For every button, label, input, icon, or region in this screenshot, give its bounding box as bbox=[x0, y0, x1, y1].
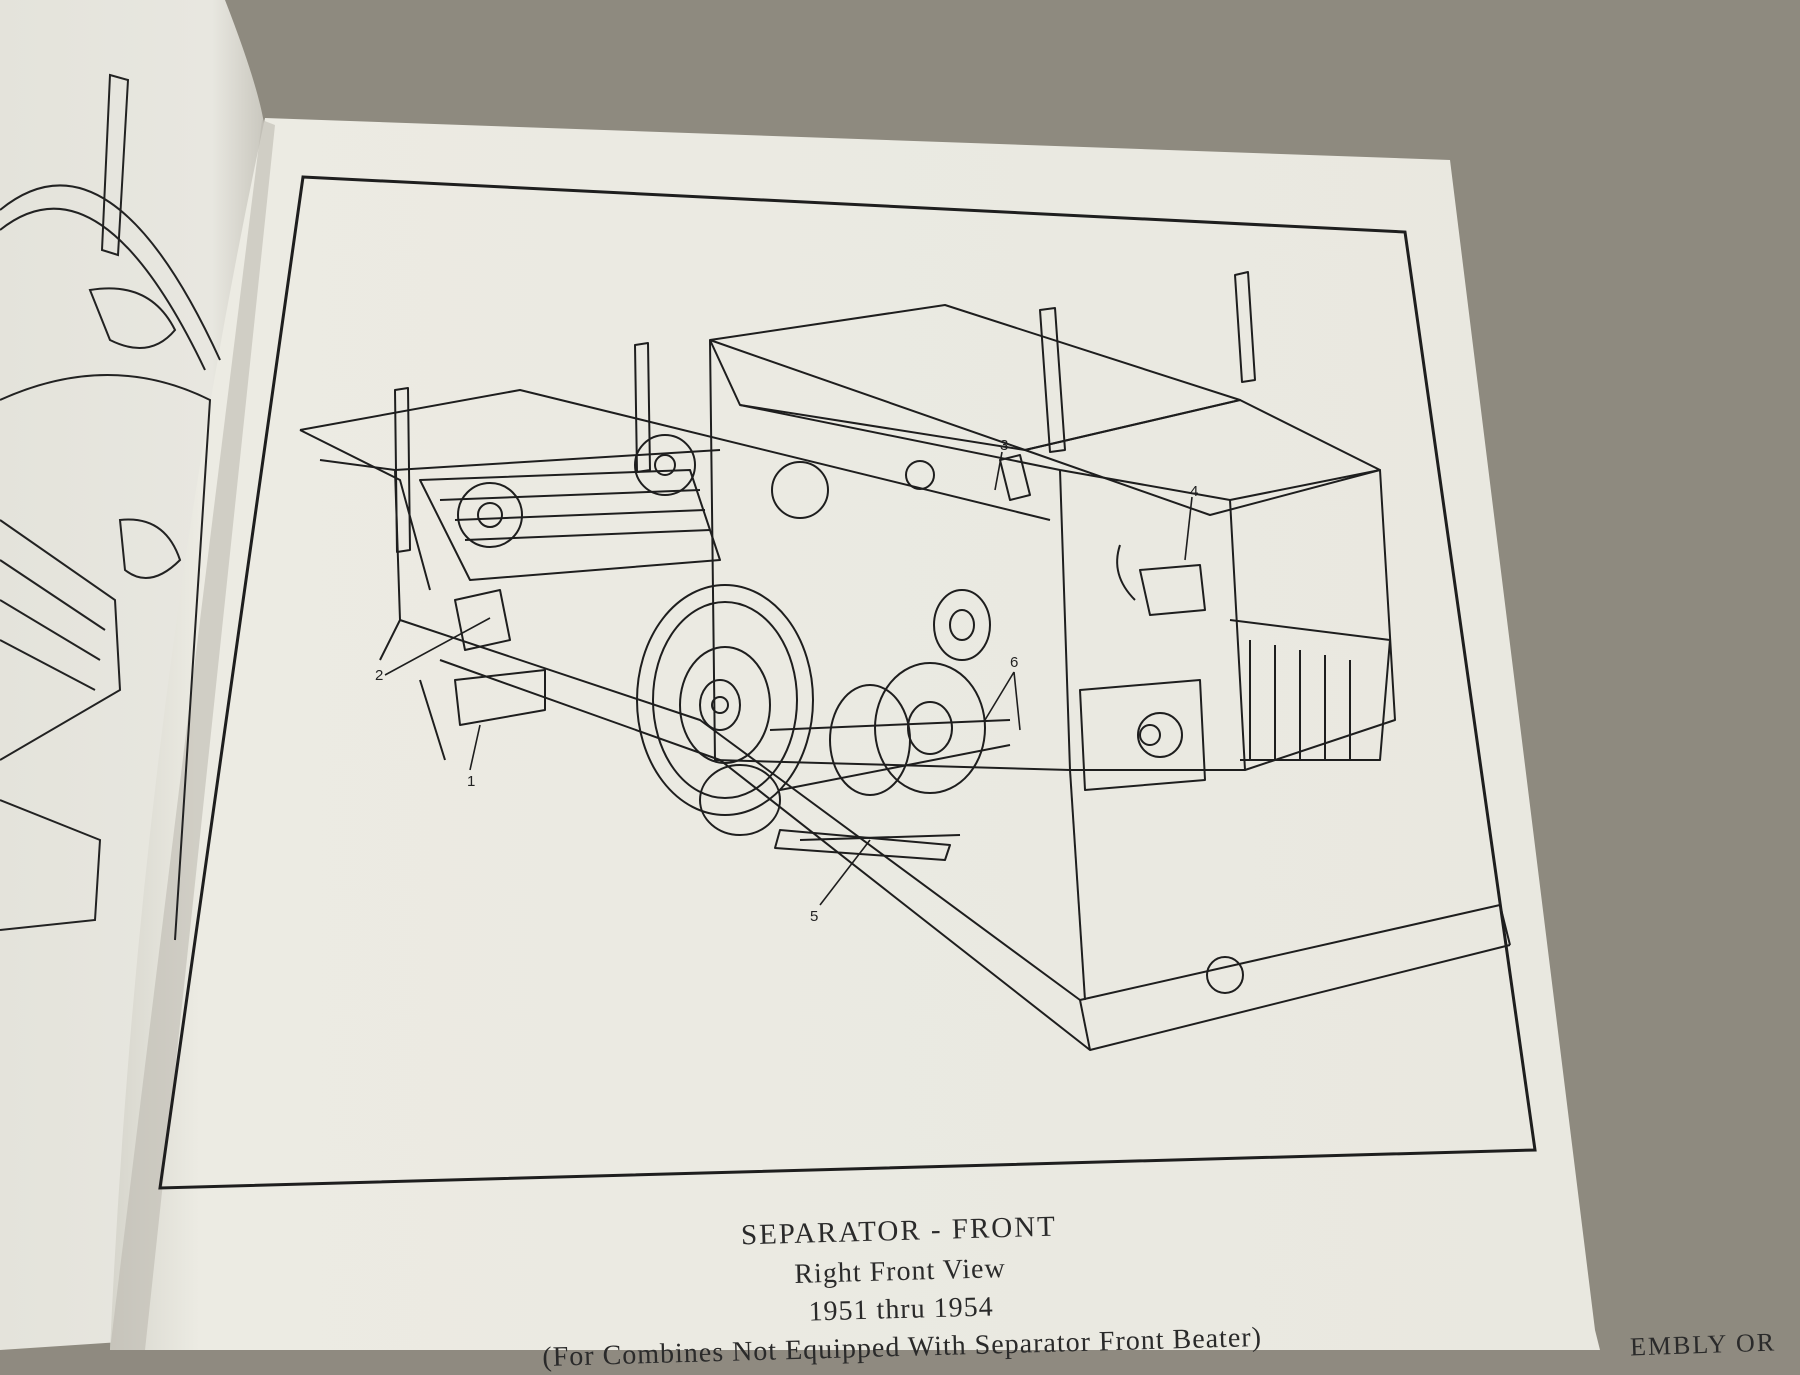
callout-5: 5 bbox=[810, 908, 819, 925]
page-gutter bbox=[110, 120, 275, 1350]
cut-off-text: EMBLY OR bbox=[1629, 1327, 1777, 1362]
left-page-drawing bbox=[0, 73, 221, 941]
right-page bbox=[110, 118, 1600, 1350]
separator-drawing bbox=[299, 271, 1511, 1051]
figure-border bbox=[158, 175, 1537, 1190]
left-page bbox=[0, 0, 265, 1350]
callout-leaders bbox=[384, 451, 1193, 906]
callout-4: 4 bbox=[1190, 483, 1199, 500]
callout-3: 3 bbox=[1000, 437, 1009, 454]
callout-6: 6 bbox=[1010, 654, 1019, 671]
callout-1: 1 bbox=[467, 773, 476, 790]
callout-2: 2 bbox=[375, 667, 384, 684]
figure-caption: SEPARATOR - FRONT Right Front View 1951 … bbox=[498, 1179, 1302, 1373]
